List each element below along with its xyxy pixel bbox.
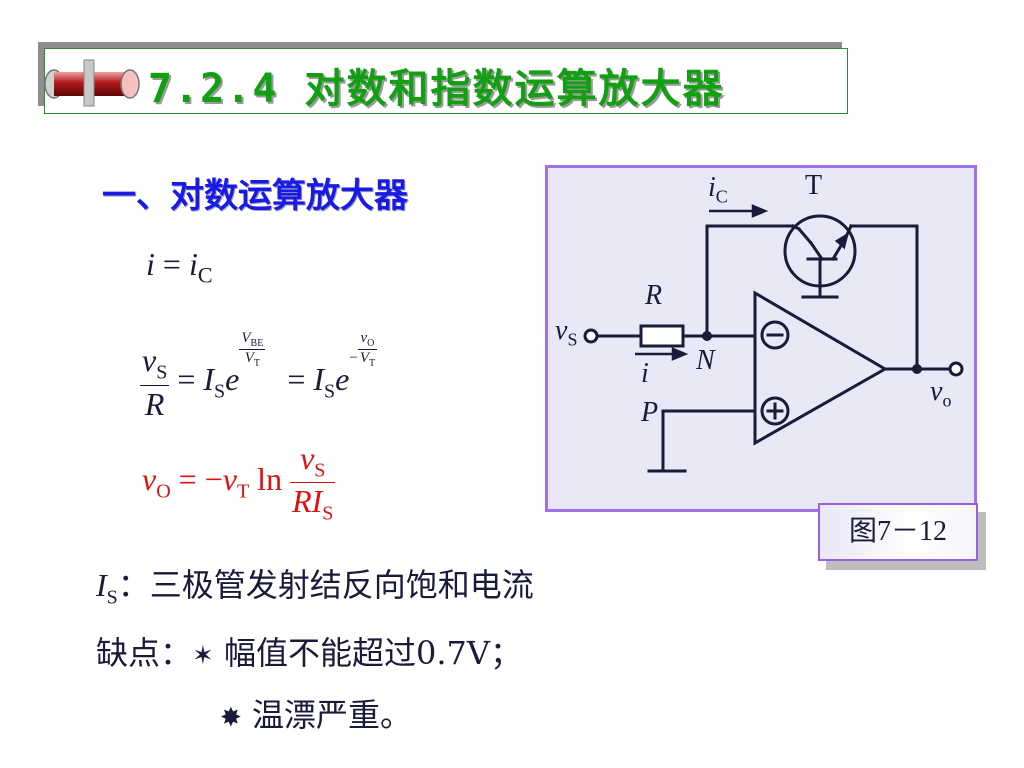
resistor-R — [639, 324, 685, 348]
eq3-equals: = — [178, 461, 197, 498]
drawback-item-1: 幅值不能超过0.7V； — [213, 634, 522, 672]
figure-label: 图7－12 — [818, 503, 978, 561]
eq3-den-r: R — [292, 483, 312, 520]
eq1-lhs: i — [146, 246, 155, 282]
label-vs-v: v — [555, 315, 568, 346]
burst-icon: ✸ — [220, 703, 242, 733]
drawback-line-1: 缺点：✶ 幅值不能超过0.7V； — [96, 628, 522, 674]
eq2-I-sub-2: S — [324, 380, 336, 403]
eq2-exp2-num: v — [360, 330, 368, 346]
eq2-exp1-den: V — [244, 350, 254, 366]
eq2-exp1-num: V — [241, 330, 251, 346]
eq3-lhs: v — [142, 461, 157, 498]
eq3-vt: v — [222, 461, 237, 498]
eq2-I-1: I — [203, 361, 215, 397]
emitter-arrowhead — [834, 232, 849, 250]
label-ic: iC — [708, 172, 728, 208]
drawback-line-2: ✸ 温漂严重。 — [220, 690, 412, 736]
eq2-exp-2: vO VT — [357, 330, 378, 369]
label-R: R — [645, 280, 663, 311]
eq2-exp1-num-sub: BE — [250, 338, 264, 349]
eq3-num-sub: S — [314, 459, 326, 482]
label-P: P — [641, 397, 659, 428]
eq2-I-2: I — [313, 361, 325, 397]
eq2-equals-1: = — [177, 361, 196, 397]
eq2-exp2-den: V — [359, 350, 369, 366]
eq2-exp2-sign: − — [349, 350, 358, 366]
eq1-rhs: i — [188, 246, 198, 282]
eq2-num-sub: S — [156, 361, 168, 384]
minus-input-marker — [760, 320, 790, 350]
label-T: T — [805, 170, 823, 201]
eq2-exp-1: VBE VT — [239, 330, 266, 369]
eq1-rhs-sub: C — [197, 262, 213, 288]
label-vo-sub: o — [942, 390, 952, 411]
log-amplifier-circuit — [583, 204, 964, 473]
eq3-num: v — [300, 440, 315, 476]
eq3-den-sub: S — [322, 502, 334, 525]
eq3-lhs-sub: O — [156, 480, 171, 503]
label-vs: vS — [555, 315, 577, 351]
drawbacks-label: 缺点： — [96, 634, 193, 672]
label-i: i — [641, 358, 649, 389]
eq2-den: R — [144, 385, 165, 422]
equation-1: i = iC — [146, 246, 213, 288]
eq3-vt-sub: T — [236, 480, 250, 503]
is-note-sub: S — [106, 586, 118, 609]
eq3-fraction: vS RIS — [290, 440, 336, 526]
label-ic-sub: C — [715, 186, 728, 207]
section-prefix: 一、 — [102, 178, 170, 215]
output-terminal — [948, 361, 964, 377]
section-heading: 一、对数运算放大器 — [102, 168, 408, 217]
page-title: 7.2.4 对数和指数运算放大器 — [148, 66, 725, 112]
collector-lead — [796, 226, 814, 246]
is-note-sym: I — [96, 567, 107, 603]
star-icon: ✶ — [192, 641, 214, 671]
output-node-dot — [912, 364, 922, 374]
eq3-den-i: I — [311, 483, 323, 520]
is-note-text: ：三极管发射结反向饱和电流 — [117, 566, 534, 604]
eq2-I-sub-1: S — [214, 380, 226, 403]
label-vs-sub: S — [567, 329, 578, 350]
equation-3: vO = −vT ln vS RIS — [142, 440, 336, 526]
op-amp — [753, 290, 889, 446]
label-vo-v: v — [930, 376, 943, 407]
input-terminal — [583, 328, 599, 344]
eq2-e-1: e — [225, 361, 240, 397]
plus-input-marker — [760, 396, 790, 426]
eq1-equals: = — [162, 246, 181, 282]
label-vo: vo — [930, 376, 951, 412]
eq2-num: v — [142, 342, 157, 379]
pipe-icon — [44, 59, 140, 107]
eq2-e-2: e — [335, 361, 350, 397]
eq2-exp2-den-sub: T — [368, 358, 376, 369]
section-text: 对数运算放大器 — [170, 178, 408, 215]
eq3-ln: ln — [257, 461, 283, 498]
eq2-equals-2: = — [287, 361, 306, 397]
eq3-minus: − — [204, 461, 223, 498]
title-box — [44, 48, 848, 114]
node-N-dot — [702, 331, 712, 341]
eq2-fraction: vS R — [140, 342, 170, 422]
drawback-item-2: 温漂严重。 — [241, 696, 412, 734]
label-ic-i: i — [708, 172, 716, 203]
eq2-exp2-num-sub: O — [367, 338, 375, 349]
equation-2: vS R = ISe VBE VT = ISe− vO VT — [140, 330, 378, 423]
is-note: IS：三极管发射结反向饱和电流 — [96, 560, 534, 609]
eq2-exp1-den-sub: T — [253, 358, 260, 369]
label-N: N — [696, 345, 715, 376]
